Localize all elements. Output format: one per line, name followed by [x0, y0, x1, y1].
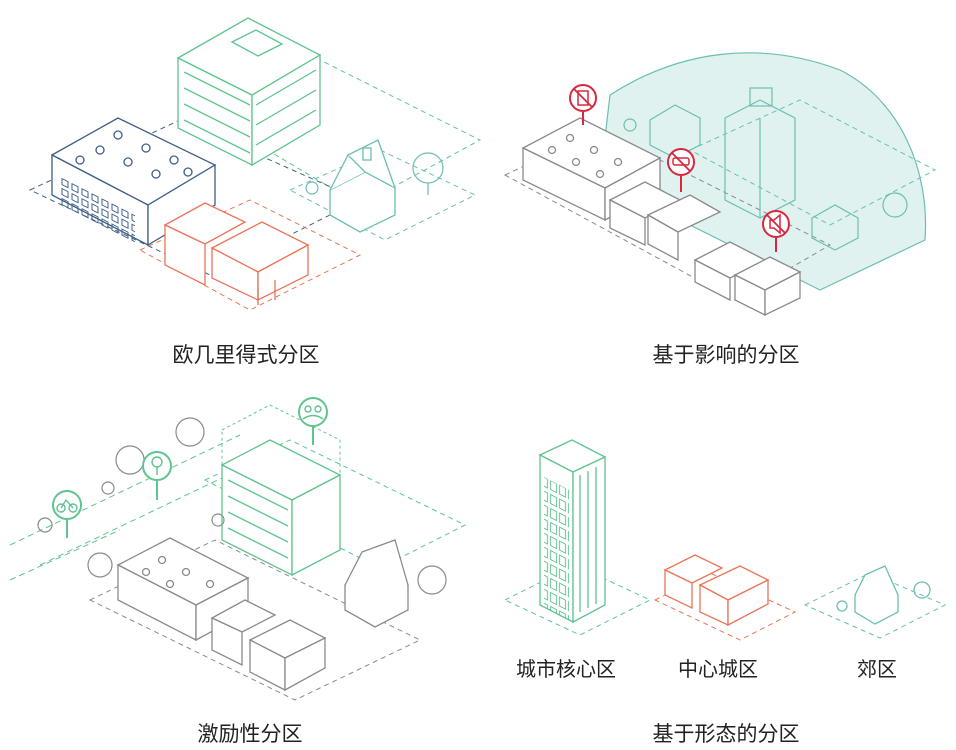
impact-dome — [599, 52, 927, 291]
panel-impact-title: 基于影响的分区 — [652, 343, 800, 367]
bonus-volume — [221, 404, 341, 531]
residential-townhouses — [210, 599, 327, 692]
residential-townhouses — [163, 202, 310, 305]
lot-outline — [803, 572, 947, 639]
detached-house — [344, 539, 409, 628]
bicycle-icon — [52, 490, 82, 538]
panel-euclidean-illustration — [28, 17, 482, 311]
zone-label-urban-center: 中心城区 — [678, 657, 758, 681]
zone-label-urban-core: 城市核心区 — [516, 657, 616, 681]
zone-label-suburb: 郊区 — [857, 657, 897, 681]
no-car-icon — [667, 148, 695, 192]
lot-outline — [503, 129, 832, 301]
community-icon — [298, 397, 328, 445]
panel-incentive-illustration — [9, 397, 467, 701]
urban-core-tower — [538, 439, 607, 624]
tree-icon — [142, 451, 172, 500]
lot-outline — [198, 59, 482, 206]
urban-center-townhouses — [663, 554, 770, 627]
panel-incentive-title: 激励性分区 — [197, 722, 303, 746]
detached-house — [329, 139, 396, 233]
industrial-warehouse — [116, 537, 250, 642]
panel-impact-illustration — [503, 52, 937, 317]
no-building-icon — [569, 84, 597, 125]
suburb-house — [836, 565, 931, 625]
lot-outline — [203, 439, 467, 569]
residential-townhouses — [608, 181, 802, 317]
panel-euclidean-title: 欧几里得式分区 — [172, 343, 320, 367]
panel-form-illustration — [503, 439, 947, 641]
tree-icon — [305, 152, 444, 195]
office-building — [220, 439, 342, 577]
tree-icon — [37, 417, 447, 595]
office-building — [176, 17, 322, 167]
teal-buildings — [623, 87, 908, 251]
no-sound-icon — [762, 210, 790, 252]
panel-form-title: 基于形态的分区 — [652, 722, 800, 746]
industrial-warehouse — [50, 117, 217, 247]
lot-outline — [688, 99, 937, 226]
lot-outline — [138, 199, 362, 311]
